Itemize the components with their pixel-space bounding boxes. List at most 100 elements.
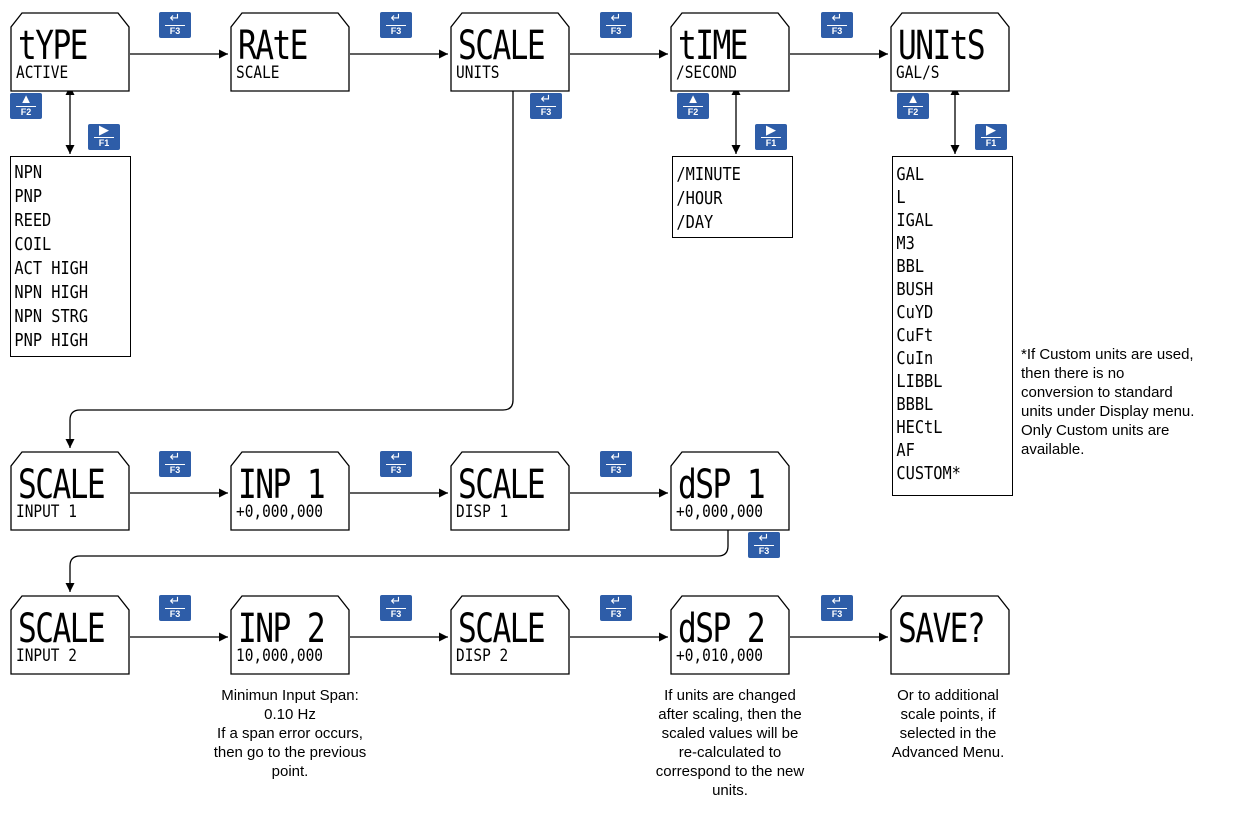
display-scale-disp2: SCALE DISP 2 [450, 595, 570, 675]
list-item[interactable]: /HOUR [676, 188, 723, 209]
display-rate: RAtE SCALE [230, 12, 350, 92]
f2-up-button[interactable]: ▲ F2 [10, 92, 42, 119]
list-item[interactable]: BBBL [896, 394, 934, 415]
time-unit-list: /MINUTE /HOUR /DAY [672, 156, 793, 238]
list-item[interactable]: /DAY [676, 212, 714, 233]
span-note: Minimun Input Span: 0.10 Hz If a span er… [200, 686, 380, 781]
list-item[interactable]: PNP HIGH [14, 330, 89, 351]
right-arrow-icon: ▶ [986, 122, 996, 137]
f3-enter-button[interactable]: ↵ F3 [380, 450, 412, 477]
button-label: F3 [169, 609, 181, 619]
list-item[interactable]: M3 [896, 233, 915, 254]
display-line1: dSP 2 [678, 606, 766, 652]
display-line2: /SECOND [676, 63, 737, 83]
f1-right-button[interactable]: ▶ F1 [975, 122, 1007, 150]
button-label: F1 [98, 138, 110, 148]
button-label: F3 [831, 609, 843, 619]
right-arrow-icon: ▶ [99, 122, 109, 137]
f2-up-button[interactable]: ▲ F2 [897, 91, 929, 119]
list-item[interactable]: NPN STRG [14, 306, 89, 327]
up-arrow-icon: ▲ [906, 91, 920, 106]
note-line: selected in the [899, 725, 997, 742]
display-line2: ACTIVE [16, 63, 69, 83]
list-item[interactable]: GAL [896, 164, 925, 185]
list-item[interactable]: PNP [14, 186, 43, 207]
enter-icon: ↵ [169, 10, 181, 25]
display-line2: DISP 2 [456, 646, 509, 666]
list-item[interactable]: CuYD [896, 302, 934, 323]
display-line1: SCALE [18, 606, 106, 652]
button-label: F3 [540, 107, 552, 117]
display-line1: dSP 1 [678, 462, 766, 508]
display-scale-input2: SCALE INPUT 2 [10, 595, 130, 675]
f3-enter-button[interactable]: ↵ F3 [380, 594, 412, 621]
display-inp2: INP 2 10,000,000 [230, 595, 350, 675]
list-item[interactable]: IGAL [896, 210, 934, 231]
f2-up-button[interactable]: ▲ F2 [677, 92, 709, 119]
button-label: F3 [169, 26, 181, 36]
display-save: SAVE? [890, 595, 1010, 675]
enter-icon: ↵ [831, 10, 843, 25]
list-item[interactable]: BUSH [896, 279, 934, 300]
f3-enter-button[interactable]: ↵ F3 [380, 11, 412, 38]
list-item[interactable]: ACT HIGH [14, 258, 89, 279]
display-line1: SCALE [458, 23, 546, 69]
list-item[interactable]: CUSTOM* [896, 463, 961, 484]
list-item[interactable]: NPN HIGH [14, 282, 89, 303]
note-line: units under Display menu. [1021, 403, 1195, 420]
list-item[interactable]: BBL [896, 256, 925, 277]
f3-enter-button[interactable]: ↵ F3 [821, 10, 853, 38]
enter-icon: ↵ [540, 91, 552, 106]
button-label: F3 [169, 465, 181, 475]
list-item[interactable]: HECtL [896, 417, 943, 438]
note-line: then there is no [1021, 365, 1125, 382]
display-line2: INPUT 2 [16, 646, 77, 666]
list-item[interactable]: CuFt [896, 325, 934, 346]
button-label: F2 [687, 107, 699, 117]
f3-enter-button[interactable]: ↵ F3 [748, 530, 780, 558]
f3-enter-button[interactable]: ↵ F3 [530, 91, 562, 119]
list-item[interactable]: /MINUTE [676, 164, 741, 185]
display-scale-disp1: SCALE DISP 1 [450, 451, 570, 531]
list-item[interactable]: COIL [14, 234, 52, 255]
display-line1: tIME [678, 23, 748, 69]
button-label: F3 [390, 465, 402, 475]
note-line: after scaling, then the [658, 706, 802, 723]
list-item[interactable]: NPN [14, 162, 43, 183]
note-line: scaled values will be [661, 725, 799, 742]
list-item[interactable]: REED [14, 210, 52, 231]
enter-icon: ↵ [758, 530, 770, 545]
f3-enter-button[interactable]: ↵ F3 [600, 10, 632, 38]
f3-enter-button[interactable]: ↵ F3 [821, 593, 853, 621]
enter-icon: ↵ [169, 593, 181, 608]
f3-enter-button[interactable]: ↵ F3 [600, 594, 632, 621]
list-item[interactable]: AF [896, 440, 915, 461]
f1-right-button[interactable]: ▶ F1 [755, 122, 787, 150]
f3-enter-button[interactable]: ↵ F3 [159, 593, 191, 621]
display-line2: 10,000,000 [236, 646, 324, 666]
list-item[interactable]: CuIn [896, 348, 934, 369]
note-line: scale points, if [900, 706, 996, 723]
display-line2: GAL/S [896, 63, 940, 83]
display-line2: +0,010,000 [676, 646, 764, 666]
custom-units-note: *If Custom units are used, then there is… [1021, 345, 1245, 459]
display-dsp1: dSP 1 +0,000,000 [670, 451, 790, 531]
list-item[interactable]: L [896, 187, 906, 208]
f3-enter-button[interactable]: ↵ F3 [159, 450, 191, 477]
display-units: UNItS GAL/S [890, 12, 1010, 92]
f1-right-button[interactable]: ▶ F1 [88, 122, 120, 150]
enter-icon: ↵ [610, 449, 622, 464]
note-line: then go to the previous [213, 744, 367, 761]
enter-icon: ↵ [610, 10, 622, 25]
right-arrow-icon: ▶ [766, 122, 776, 137]
button-label: F3 [831, 26, 843, 36]
list-item[interactable]: LIBBL [896, 371, 943, 392]
note-line: conversion to standard [1021, 384, 1173, 401]
f3-enter-button[interactable]: ↵ F3 [159, 10, 191, 38]
enter-icon: ↵ [831, 593, 843, 608]
display-type: tYPE ACTIVE [10, 12, 130, 92]
f3-enter-button[interactable]: ↵ F3 [600, 449, 632, 477]
display-line2: INPUT 1 [16, 502, 77, 522]
display-scale-input1: SCALE INPUT 1 [10, 451, 130, 531]
